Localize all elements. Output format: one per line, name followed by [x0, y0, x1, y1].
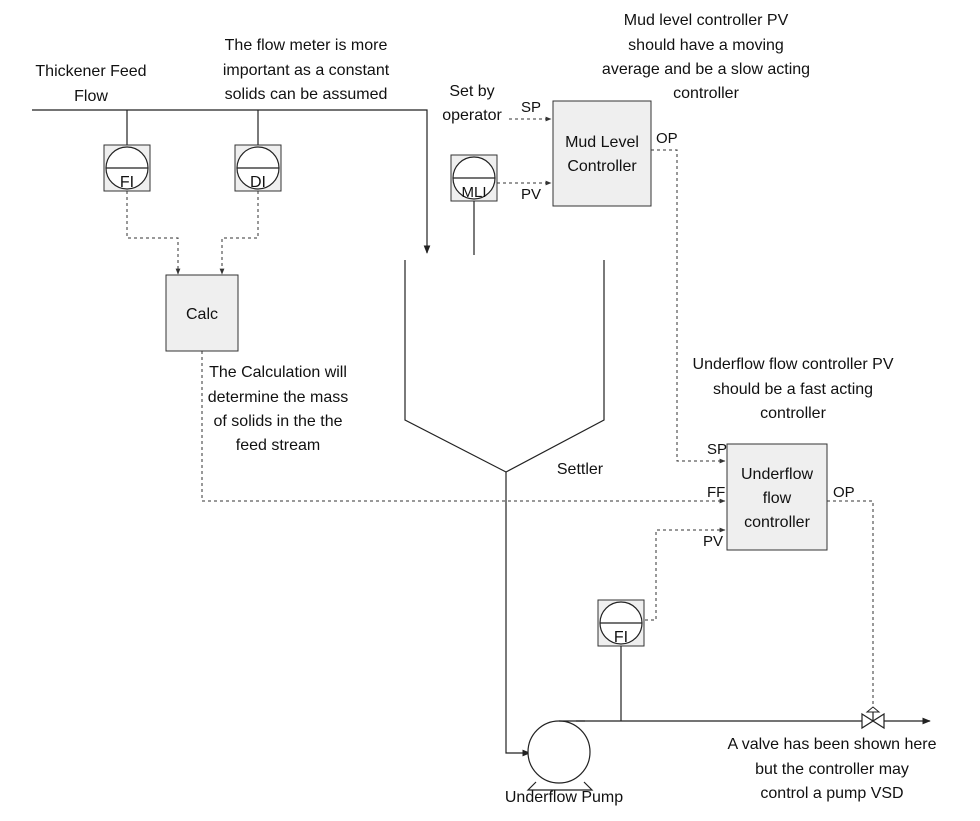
- valve-note-line1: A valve has been shown here: [727, 736, 936, 753]
- underflow-fi-to-pv-signal: [645, 527, 726, 621]
- feed-density-indicator: DI: [234, 110, 282, 192]
- di-feed-tag: DI: [250, 174, 266, 191]
- flow-meter-note-line3: solids can be assumed: [225, 86, 388, 103]
- underflow-note-line2: should be a fast acting: [713, 381, 873, 398]
- calc-note-line3: of solids in the the: [214, 413, 343, 430]
- calc-note-line2: determine the mass: [208, 389, 349, 406]
- set-by-operator-line1: Set by: [449, 83, 494, 100]
- underflow-sp-label: SP: [707, 441, 727, 458]
- flow-meter-note-line1: The flow meter is more: [225, 37, 388, 54]
- set-by-operator-line2: operator: [442, 107, 502, 124]
- mud-level-note-line2: should have a moving: [628, 37, 784, 54]
- calc-label: Calc: [186, 306, 218, 323]
- fi-feed-tag: FI: [120, 174, 134, 191]
- fi-underflow-tag: FI: [614, 629, 628, 646]
- underflow-ff-label: FF: [707, 484, 725, 501]
- underflow-controller-title-line1: Underflow: [741, 466, 813, 483]
- mud-op-to-underflow-sp-signal: [651, 149, 726, 464]
- feed-flow-indicator: FI: [103, 110, 151, 192]
- mud-level-controller: Mud Level Controller: [552, 100, 652, 207]
- calc-to-ff-signal: [201, 351, 726, 504]
- valve-note-line3: control a pump VSD: [760, 785, 903, 802]
- mud-controller-op-label: OP: [656, 130, 678, 147]
- mud-level-indicator: MLI: [450, 154, 498, 255]
- valve-note-line2: but the controller may: [755, 761, 909, 778]
- feed-label-line2: Flow: [74, 88, 108, 105]
- feed-line: [32, 109, 431, 254]
- control-valve: [861, 706, 885, 730]
- underflow-op-label: OP: [833, 484, 855, 501]
- calc-note-line4: feed stream: [236, 437, 320, 454]
- mud-controller-title-line2: Controller: [567, 158, 637, 175]
- mud-controller-pv-label: PV: [521, 186, 541, 203]
- mud-level-note-line3: average and be a slow acting: [602, 61, 810, 78]
- calc-note-line1: The Calculation will: [209, 364, 347, 381]
- settler-vessel: [404, 260, 605, 757]
- mli-tag: MLI: [461, 184, 486, 201]
- flow-meter-note-line2: important as a constant: [223, 62, 390, 79]
- mud-controller-title-line1: Mud Level: [565, 134, 639, 151]
- underflow-op-to-valve-signal: [827, 500, 874, 712]
- underflow-controller-title-line2: flow: [763, 490, 792, 507]
- di-to-calc-signal: [219, 191, 259, 275]
- mud-level-note-line1: Mud level controller PV: [624, 12, 789, 29]
- underflow-controller-title-line3: controller: [744, 514, 810, 531]
- underflow-flow-controller: Underflow flow controller: [726, 443, 828, 551]
- underflow-pump: [526, 720, 594, 791]
- underflow-pv-label: PV: [703, 533, 723, 550]
- underflow-flow-indicator: FI: [597, 599, 645, 721]
- settler-label: Settler: [557, 461, 604, 478]
- mud-controller-sp-label: SP: [521, 99, 541, 116]
- fi-to-calc-signal: [126, 191, 181, 275]
- mud-level-note-line4: controller: [673, 85, 739, 102]
- pump-label: Underflow Pump: [505, 789, 623, 806]
- calc-block: Calc: [165, 274, 239, 352]
- feed-label-line1: Thickener Feed: [35, 63, 146, 80]
- underflow-note-line3: controller: [760, 405, 826, 422]
- underflow-note-line1: Underflow flow controller PV: [693, 356, 894, 373]
